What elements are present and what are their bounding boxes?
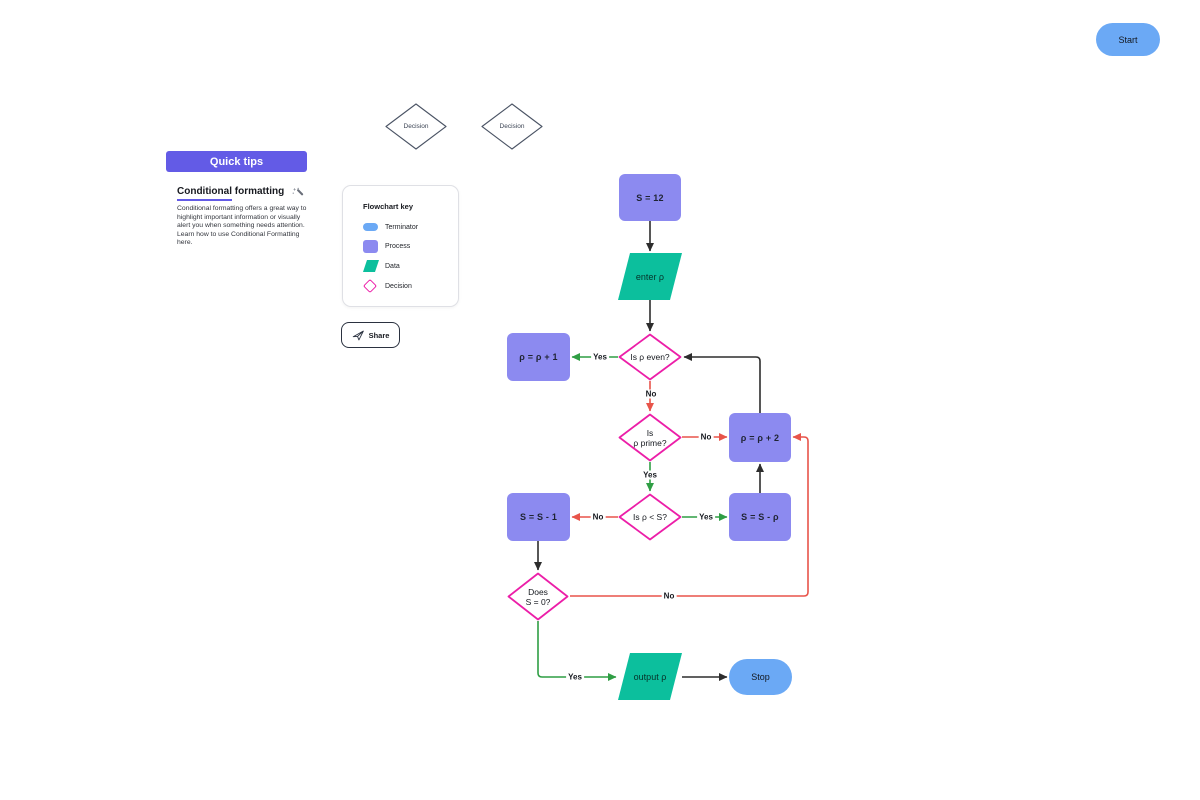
edge-label-prime-yes: Yes (641, 470, 659, 480)
process-node-s-minus-rho[interactable]: S = S - ρ (729, 493, 791, 541)
node-label: ρ = ρ + 1 (519, 352, 558, 362)
decision-node-does-s-equal-0[interactable]: Does S = 0? (507, 572, 569, 621)
node-label: S = 12 (636, 192, 664, 203)
key-row-data: Data (363, 259, 400, 273)
conditional-formatting-title: Conditional formatting (177, 186, 284, 201)
key-label: Decision (385, 282, 412, 290)
process-node-s-equals-12[interactable]: S = 12 (619, 174, 681, 221)
key-label: Data (385, 262, 400, 270)
flowchart-key-title: Flowchart key (363, 202, 414, 211)
quick-tips-header: Quick tips (166, 151, 307, 172)
diamond-shape-icon (618, 413, 682, 462)
process-node-s-minus-1[interactable]: S = S - 1 (507, 493, 570, 541)
share-label: Share (368, 330, 390, 340)
stop-terminator-node[interactable]: Stop (729, 659, 792, 695)
edge-label-zero-yes: Yes (566, 672, 584, 682)
conditional-formatting-heading-row: Conditional formatting (177, 186, 305, 201)
diamond-shape-icon (507, 572, 569, 621)
node-label: Is ρ even? (630, 352, 670, 362)
paper-plane-icon (352, 330, 364, 340)
magic-wand-icon (292, 187, 304, 196)
palette-decision-label: Decision (403, 122, 429, 130)
decision-node-is-rho-prime[interactable]: Is ρ prime? (618, 413, 682, 462)
edge-label-less-yes: Yes (697, 512, 715, 522)
decision-node-is-rho-even[interactable]: Is ρ even? (618, 333, 682, 381)
key-row-decision: Decision (362, 278, 412, 294)
diamond-shape-icon (618, 493, 682, 541)
node-label: Does S = 0? (525, 586, 551, 607)
decision-node-is-rho-less-than-s[interactable]: Is ρ < S? (618, 493, 682, 541)
diamond-shape-icon (618, 333, 682, 381)
node-label: ρ = ρ + 2 (740, 432, 780, 443)
edge-label-prime-no: No (698, 432, 714, 442)
process-node-rho-plus-2[interactable]: ρ = ρ + 2 (729, 413, 791, 462)
key-row-process: Process (363, 239, 410, 253)
process-node-rho-plus-1[interactable]: ρ = ρ + 1 (507, 333, 570, 381)
quick-tips-title: Quick tips (209, 155, 264, 168)
edge-label-zero-no: No (661, 591, 677, 601)
diamond-outline-icon (385, 103, 447, 150)
key-label: Terminator (385, 223, 419, 231)
key-label: Process (385, 242, 411, 250)
node-label: S = S - 1 (519, 512, 558, 522)
palette-decision-label: Decision (499, 122, 525, 130)
node-label: Is ρ < S? (633, 512, 667, 522)
node-label: output ρ (633, 671, 667, 682)
quick-tips-body-text: Conditional formatting offers a great wa… (177, 205, 307, 247)
edge-label-even-no: No (643, 389, 659, 399)
data-swatch-icon (363, 260, 379, 272)
share-button[interactable]: Share (341, 322, 400, 348)
edge-label-less-no: No (590, 512, 606, 522)
node-label: S = S - ρ (741, 512, 779, 522)
node-label: enter ρ (635, 271, 665, 282)
diamond-outline-icon (481, 103, 543, 150)
edge-label-even-yes: Yes (591, 352, 609, 362)
palette-decision-shape-2[interactable]: Decision (481, 103, 543, 150)
start-terminator-node[interactable]: Start (1096, 23, 1160, 56)
key-row-terminator: Terminator (363, 220, 418, 234)
node-label: Is ρ prime? (633, 427, 667, 448)
process-swatch-icon (363, 239, 378, 253)
decision-swatch-icon (362, 278, 378, 294)
data-node-enter-rho[interactable]: enter ρ (618, 253, 682, 300)
terminator-swatch-icon (363, 223, 378, 231)
start-label: Start (1118, 34, 1138, 45)
palette-decision-shape-1[interactable]: Decision (385, 103, 447, 150)
flowchart-key-panel[interactable]: Flowchart key Terminator Process Data De… (342, 185, 459, 307)
data-node-output-rho[interactable]: output ρ (618, 653, 682, 700)
node-label: Stop (751, 672, 770, 682)
